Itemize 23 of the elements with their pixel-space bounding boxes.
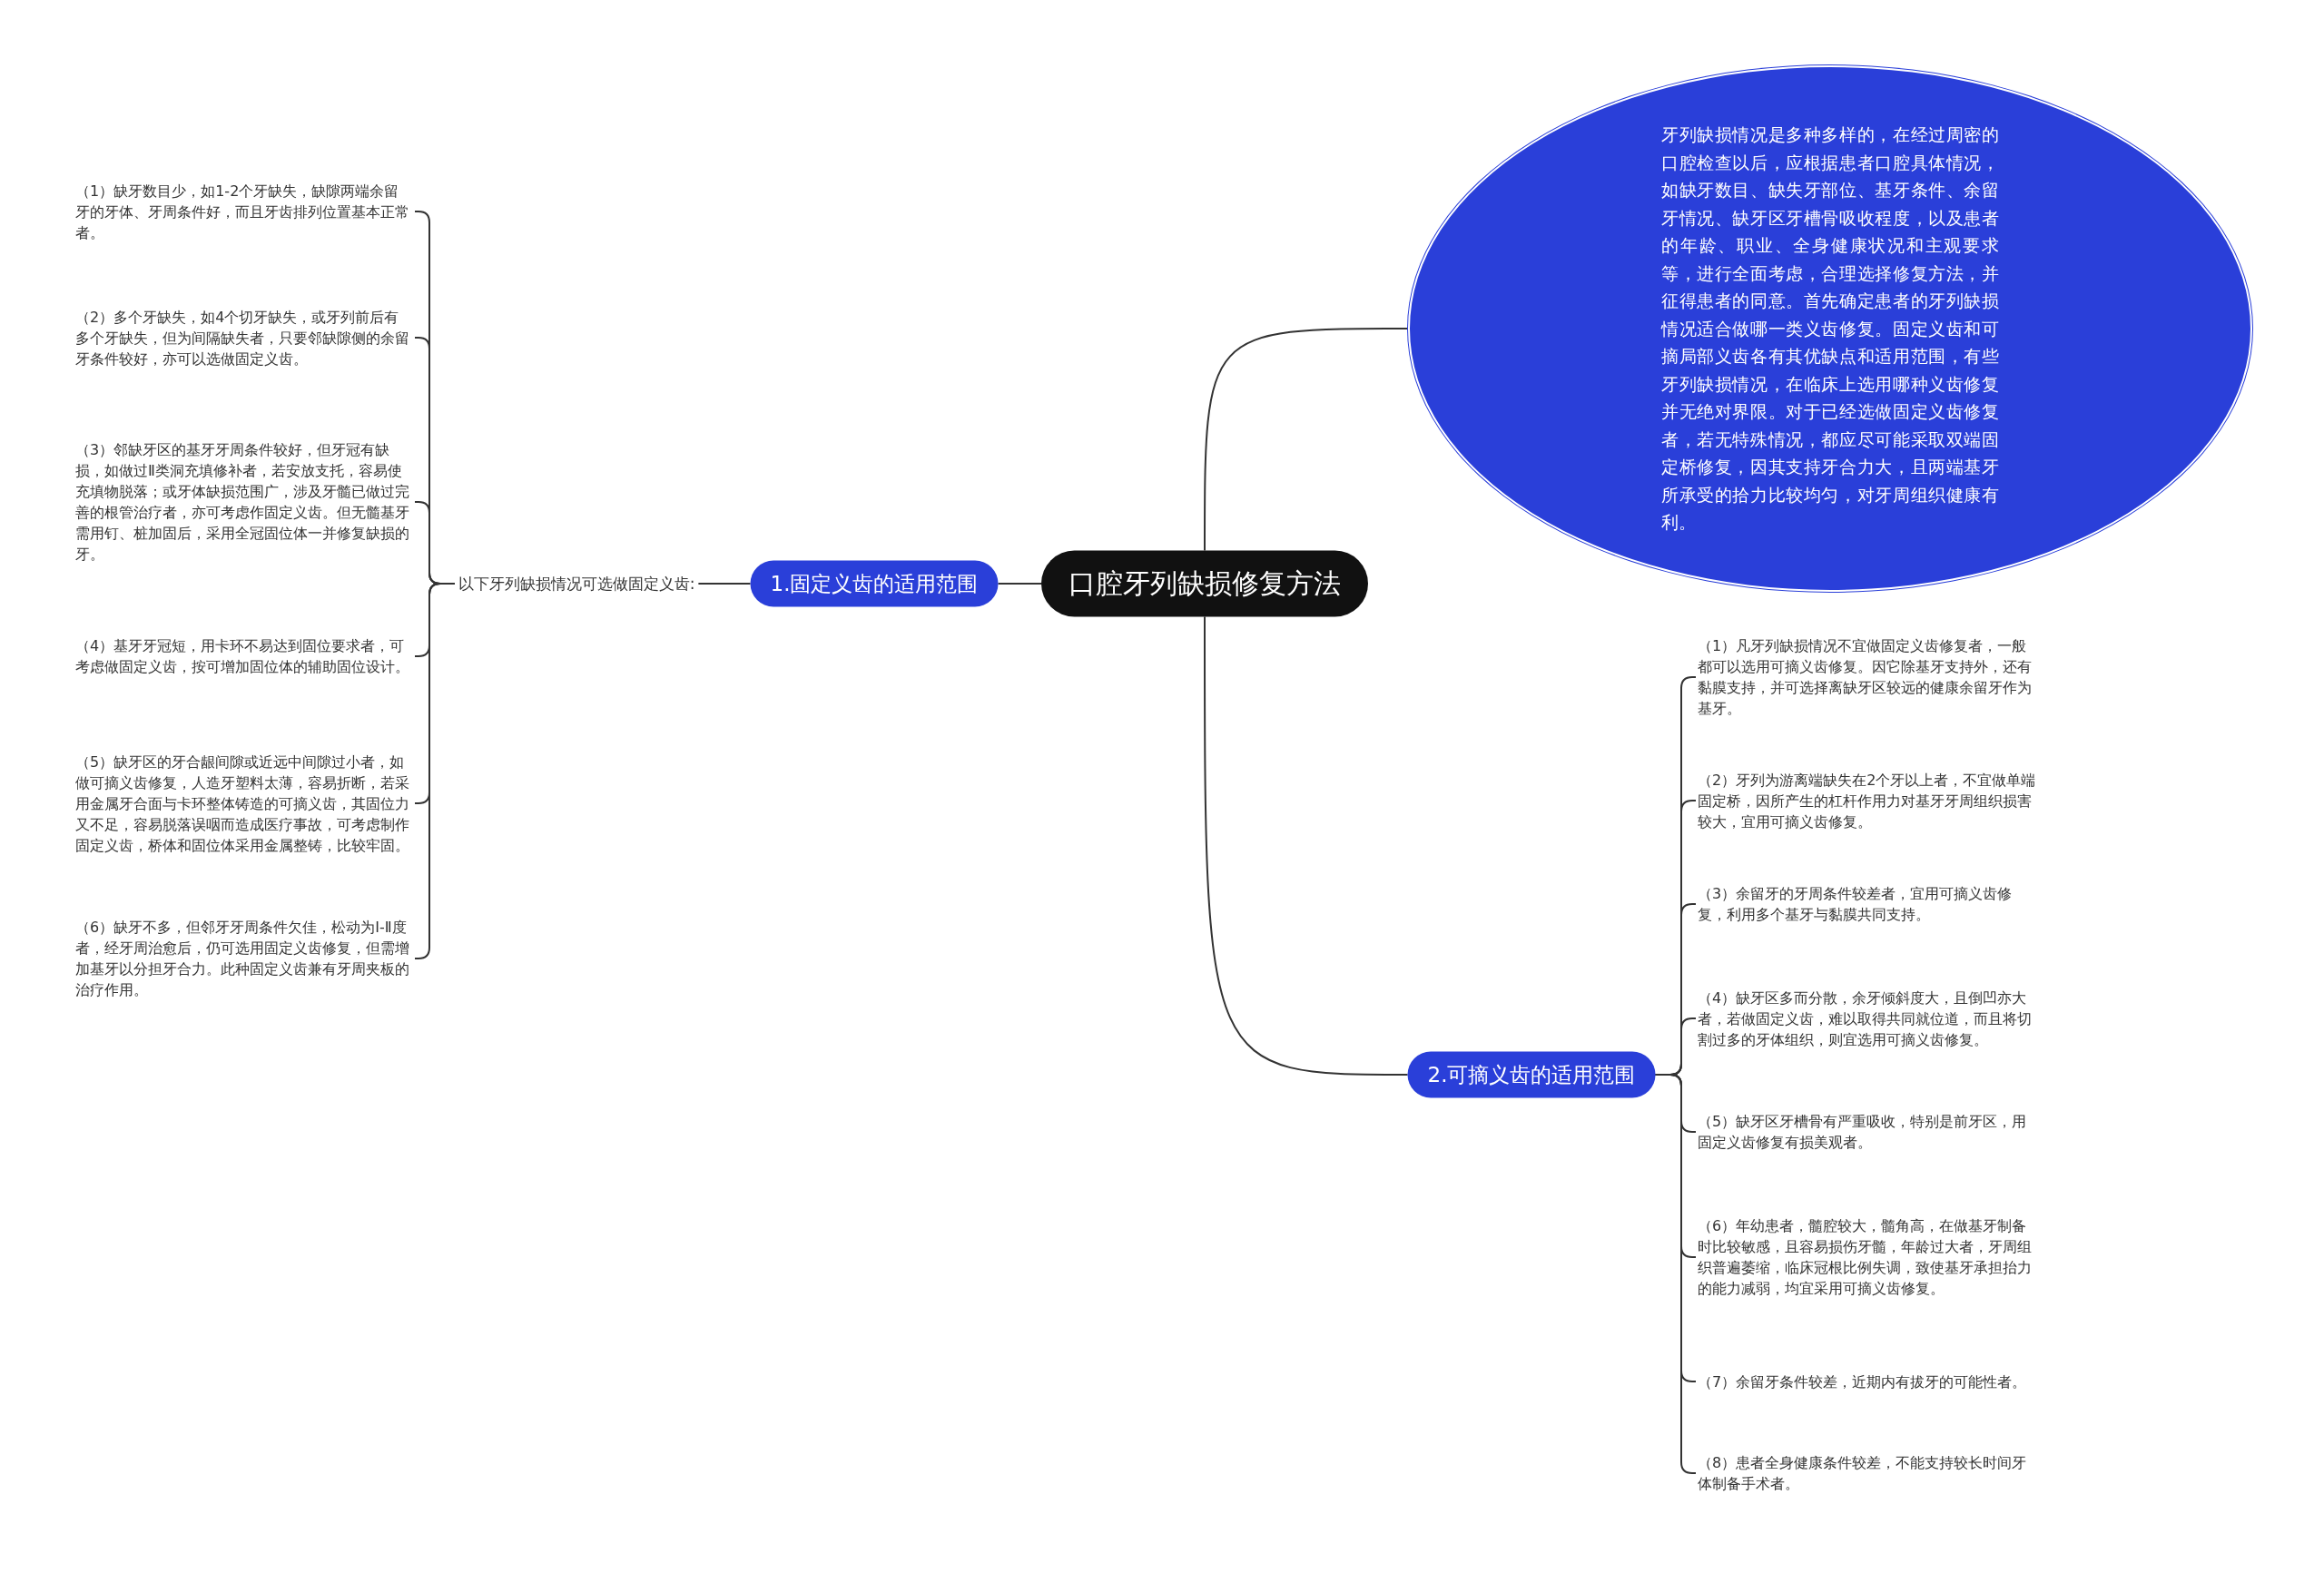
paragraph: （5）缺牙区的牙合龈间隙或近远中间隙过小者，如做可摘义齿修复，人造牙塑料太薄，容易折断，若采用金属牙合面与卡环整体铸造的可摘义齿，其固位力又不足，容易脱落误咽而造成医疗事故，可考虑制作固定义齿，桥体和固位体采用金属整铸，比较牢固。 <box>75 751 413 856</box>
paragraph: （3）邻缺牙区的基牙牙周条件较好，但牙冠有缺损，如做过Ⅱ类洞充填修补者，若安放支托，容易使充填物脱落；或牙体缺损范围广，涉及牙髓已做过完善的根管治疗者，亦可考虑作固定义齿。但无髓基牙需用钉、桩加固后，采用全冠固位体一并修复缺损的牙。 <box>75 439 413 565</box>
connector-line <box>997 583 1042 585</box>
branch-topic: 2.可摘义齿的适用范围 <box>1407 1051 1656 1098</box>
paragraph: 牙列缺损情况是多种多样的，在经过周密的口腔检查以后，应根据患者口腔具体情况，如缺牙数目、缺失牙部位、基牙条件、余留牙情况、缺牙区牙槽骨吸收程度，以及患者的年龄、职业、全身健康状况和主观要求等，进行全面考虑，合理选择修复方法，并征得患者的同意。首先确定患者的牙列缺损情况适合做哪一类义齿修复。固定义齿和可摘局部义齿各有其优缺点和适用范围，有些牙列缺损情况，在临床上选用哪种义齿修复并无绝对界限。对于已经选做固定义齿修复者，若无特殊情况，都应尽可能采取双端固定桥修复，因其支持牙合力大，且两端基牙所承受的拾力比较均匀，对牙周组织健康有利。 <box>1661 123 1999 535</box>
paragraph: （3）余留牙的牙周条件较差者，宜用可摘义齿修复，利用多个基牙与黏膜共同支持。 <box>1698 883 2041 925</box>
connector-line <box>1204 328 1409 552</box>
paragraph: （1）凡牙列缺损情况不宜做固定义齿修复者，一般都可以选用可摘义齿修复。因它除基牙支持外，还有黏膜支持，并可选择离缺牙区较远的健康余留牙作为基牙。 <box>1698 635 2041 719</box>
paragraph: （7）余留牙条件较差，近期内有拔牙的可能性者。 <box>1698 1371 2041 1392</box>
paragraph: （5）缺牙区牙槽骨有严重吸收，特别是前牙区，用固定义齿修复有损美观者。 <box>1698 1111 2041 1153</box>
paragraph: （6）年幼患者，髓腔较大，髓角高，在做基牙制备时比较敏感，且容易损伤牙髓，年龄过大者，牙周组织普遍萎缩，临床冠根比例失调，致使基牙承担抬力的能力减弱，均宜采用可摘义齿修复。 <box>1698 1215 2041 1299</box>
connector-line <box>697 583 752 585</box>
paragraph: （4）基牙牙冠短，用卡环不易达到固位要求者，可考虑做固定义齿，按可增加固位体的辅助固位设计。 <box>75 635 413 677</box>
central-topic: 口腔牙列缺损修复方法 <box>1041 550 1368 617</box>
paragraph: （2）牙列为游离端缺失在2个牙以上者，不宜做单端固定桥，因所产生的杠杆作用力对基牙牙周组织损害较大，宜用可摘义齿修复。 <box>1698 769 2041 832</box>
paragraph: （1）缺牙数目少，如1-2个牙缺失，缺隙两端余留牙的牙体、牙周条件好，而且牙齿排列位置基本正常者。 <box>75 180 413 243</box>
connector-line <box>1204 615 1409 1076</box>
paragraph: （4）缺牙区多而分散，余牙倾斜度大，且倒凹亦大者，若做固定义齿，难以取得共同就位道，而且将切割过多的牙体组织，则宜选用可摘义齿修复。 <box>1698 987 2041 1050</box>
paragraph: （2）多个牙缺失，如4个切牙缺失，或牙列前后有多个牙缺失，但为间隔缺失者，只要邻缺隙侧的余留牙条件较好，亦可以选做固定义齿。 <box>75 306 413 369</box>
subtopic-label: 以下牙列缺损情况可选做固定义齿: <box>454 571 699 596</box>
paragraph: （6）缺牙不多，但邻牙牙周条件欠佳，松动为I-Ⅱ度者，经牙周治愈后，仍可选用固定义齿修复，但需增加基牙以分担牙合力。此种固定义齿兼有牙周夹板的治疗作用。 <box>75 917 413 1000</box>
paragraph: （8）患者全身健康条件较差，不能支持较长时间牙体制备手术者。 <box>1698 1452 2041 1494</box>
branch-topic: 1.固定义齿的适用范围 <box>750 560 999 607</box>
